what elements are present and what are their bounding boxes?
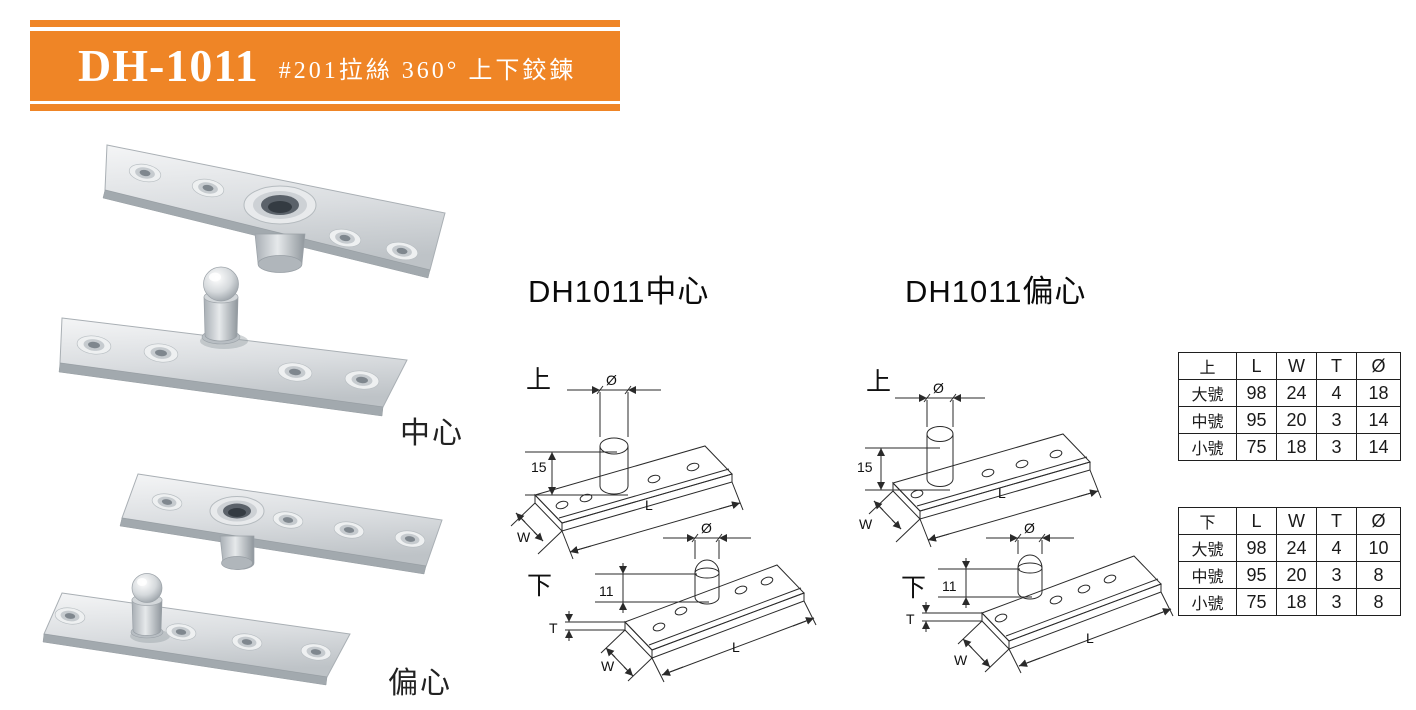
dim-label-length: L xyxy=(732,639,740,655)
drawing-title-eccentric: DH1011偏心 xyxy=(905,274,1087,309)
photo-caption-eccentric: 偏心 xyxy=(388,667,452,700)
technical-drawing-eccentric-upper: Ø 15 L W xyxy=(857,380,1102,548)
value-cell: 95 xyxy=(1236,406,1277,434)
product-model: DH-1011 xyxy=(78,40,259,91)
position-label-center-lower: 下 xyxy=(527,572,553,600)
dim-label-thickness: T xyxy=(906,611,915,627)
table-header-cell: 上 xyxy=(1178,352,1237,380)
dim-label-thickness: T xyxy=(549,620,558,636)
photo-caption-center: 中心 xyxy=(400,417,464,450)
size-label-cell: 大號 xyxy=(1178,534,1237,562)
dim-label-length: L xyxy=(1086,630,1094,646)
value-cell: 10 xyxy=(1356,534,1401,562)
position-label-eccentric-upper: 上 xyxy=(866,368,892,396)
value-cell: 3 xyxy=(1316,433,1357,461)
table-header-cell: T xyxy=(1316,352,1357,380)
value-cell: 4 xyxy=(1316,379,1357,407)
value-cell: 98 xyxy=(1236,534,1277,562)
dim-label-diameter: Ø xyxy=(933,380,944,396)
product-photo-eccentric xyxy=(42,473,443,686)
value-cell: 18 xyxy=(1276,433,1317,461)
dim-label-width: W xyxy=(859,516,873,532)
table-header-cell: W xyxy=(1276,507,1317,535)
table-header-cell: Ø xyxy=(1356,352,1401,380)
size-label-cell: 小號 xyxy=(1178,588,1237,616)
value-cell: 3 xyxy=(1316,561,1357,589)
dim-label-width: W xyxy=(601,658,615,674)
value-cell: 4 xyxy=(1316,534,1357,562)
product-subtitle: #201拉絲 360° 上下鉸鍊 xyxy=(278,58,577,84)
size-label-cell: 中號 xyxy=(1178,406,1237,434)
value-cell: 3 xyxy=(1316,406,1357,434)
value-cell: 75 xyxy=(1236,433,1277,461)
table-header-cell: W xyxy=(1276,352,1317,380)
value-cell: 24 xyxy=(1276,379,1317,407)
table-header-cell: L xyxy=(1236,507,1277,535)
value-cell: 24 xyxy=(1276,534,1317,562)
product-banner: DH-1011 #201拉絲 360° 上下鉸鍊 xyxy=(30,31,620,101)
table-header-cell: L xyxy=(1236,352,1277,380)
table-header-cell: Ø xyxy=(1356,507,1401,535)
dim-label-upper-height: 15 xyxy=(857,459,873,475)
size-label-cell: 大號 xyxy=(1178,379,1237,407)
technical-drawing-center-upper: Ø 15 L W xyxy=(510,372,744,560)
value-cell: 18 xyxy=(1356,379,1401,407)
banner-bottom-stripe xyxy=(30,104,620,111)
dim-label-lower-height: 11 xyxy=(599,583,614,599)
size-label-cell: 中號 xyxy=(1178,561,1237,589)
value-cell: 18 xyxy=(1276,588,1317,616)
size-label-cell: 小號 xyxy=(1178,433,1237,461)
value-cell: 75 xyxy=(1236,588,1277,616)
drawing-title-center: DH1011中心 xyxy=(528,274,710,309)
dim-label-diameter: Ø xyxy=(1024,520,1035,536)
dim-label-upper-height: 15 xyxy=(531,459,547,475)
banner-top-stripe xyxy=(30,20,620,27)
dim-label-diameter: Ø xyxy=(701,520,712,536)
value-cell: 14 xyxy=(1356,433,1401,461)
position-label-center-upper: 上 xyxy=(526,366,552,394)
technical-drawing-eccentric-lower: Ø 11 T W L xyxy=(906,520,1174,674)
value-cell: 20 xyxy=(1276,406,1317,434)
dim-label-width: W xyxy=(517,529,531,545)
dim-label-length: L xyxy=(998,485,1006,501)
technical-drawing-center-lower: Ø 11 T W L xyxy=(549,520,817,683)
value-cell: 8 xyxy=(1356,561,1401,589)
value-cell: 98 xyxy=(1236,379,1277,407)
value-cell: 95 xyxy=(1236,561,1277,589)
value-cell: 14 xyxy=(1356,406,1401,434)
product-photo-center xyxy=(58,144,446,417)
table-header-cell: 下 xyxy=(1178,507,1237,535)
dim-label-width: W xyxy=(954,652,968,668)
value-cell: 8 xyxy=(1356,588,1401,616)
position-label-eccentric-lower: 下 xyxy=(901,574,927,602)
dim-label-diameter: Ø xyxy=(606,372,617,388)
value-cell: 3 xyxy=(1316,588,1357,616)
dim-label-length: L xyxy=(645,497,653,513)
table-header-cell: T xyxy=(1316,507,1357,535)
value-cell: 20 xyxy=(1276,561,1317,589)
dim-label-lower-height: 11 xyxy=(942,578,957,594)
